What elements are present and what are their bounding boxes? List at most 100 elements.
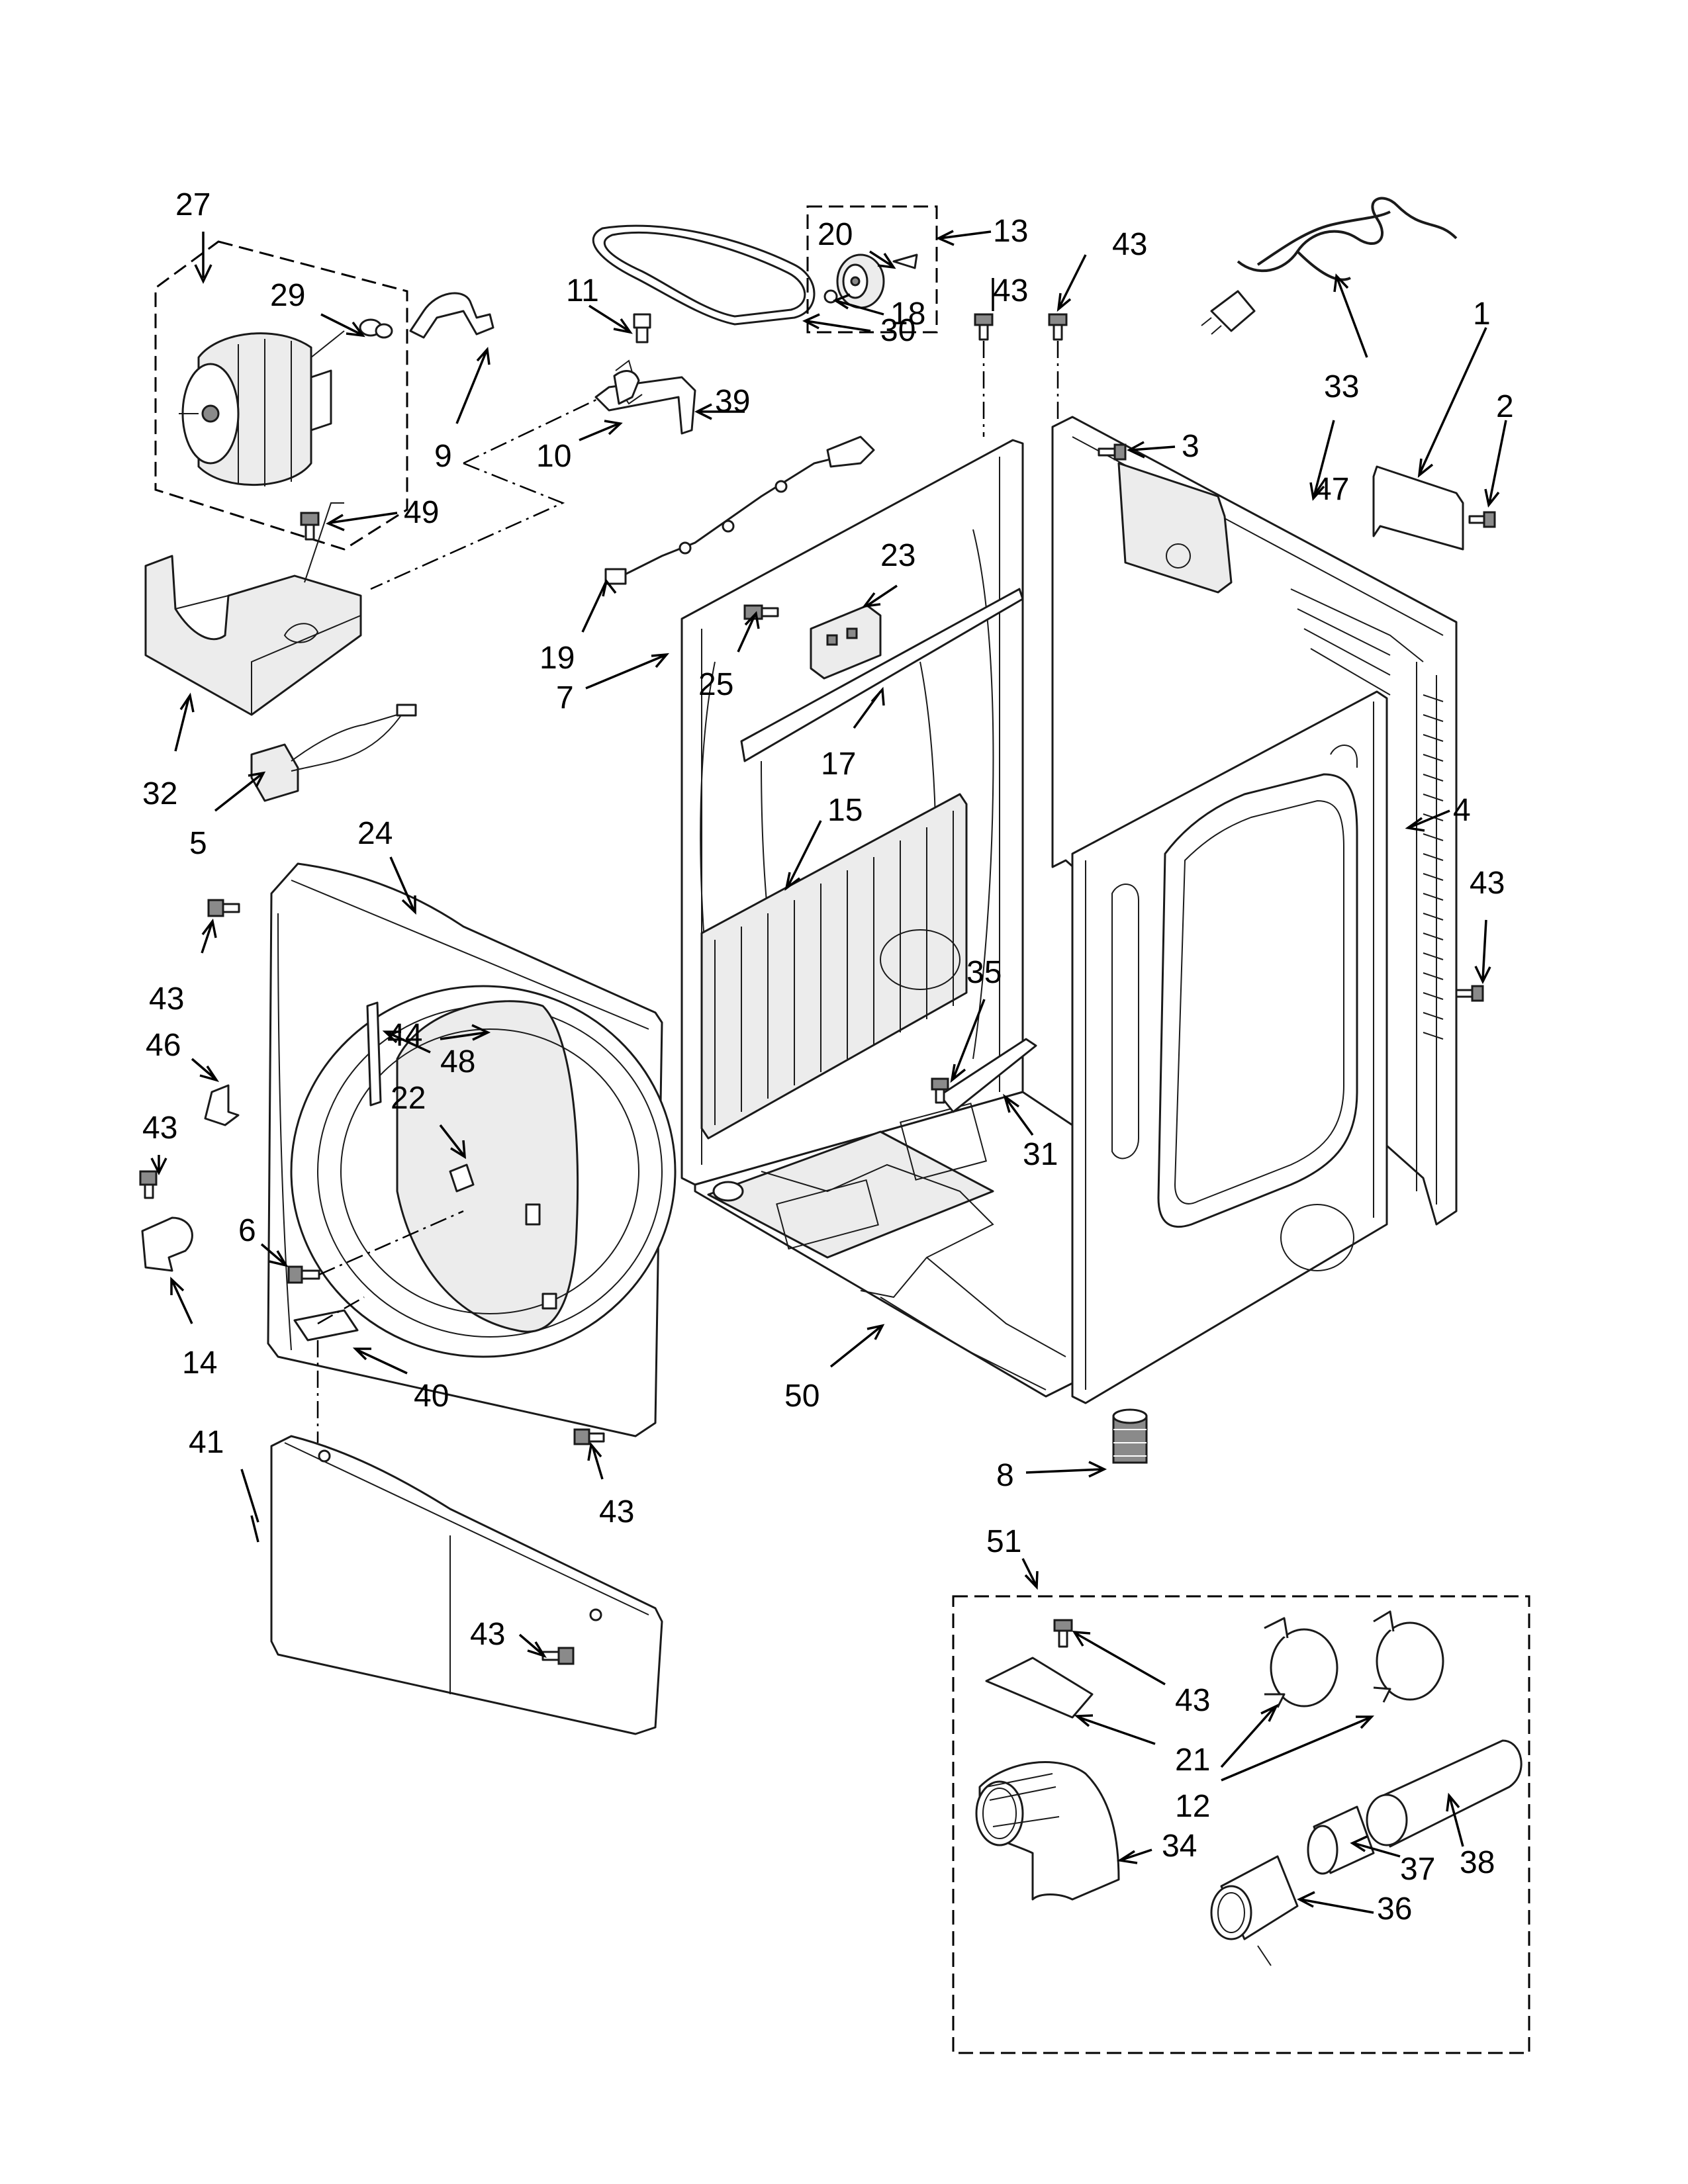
assembly-line-40b bbox=[317, 1296, 365, 1325]
callout-1: 1 bbox=[1473, 296, 1491, 332]
leader-lines bbox=[150, 230, 1507, 1914]
callout-43-top-right: 43 bbox=[1112, 227, 1147, 262]
leveling-foot bbox=[1112, 1408, 1148, 1464]
vent-kit-boundary bbox=[952, 1595, 1530, 2054]
callout-30: 30 bbox=[880, 313, 915, 348]
screw-43-top-mid bbox=[974, 313, 994, 341]
vent-hood-plate bbox=[985, 1657, 1094, 1719]
callout-39: 39 bbox=[715, 384, 750, 419]
screw-49 bbox=[300, 512, 320, 541]
callout-43-panel: 43 bbox=[470, 1617, 505, 1652]
callout-41: 41 bbox=[189, 1425, 224, 1460]
callout-12: 12 bbox=[1175, 1789, 1210, 1824]
callout-48: 48 bbox=[440, 1044, 475, 1079]
callout-43-kit: 43 bbox=[1175, 1683, 1210, 1718]
callout-19: 19 bbox=[539, 641, 575, 676]
front-panel bbox=[267, 862, 677, 1437]
callout-43-front-bottom: 43 bbox=[599, 1494, 634, 1529]
screw-43-panel bbox=[541, 1647, 575, 1665]
screw-axis-6 bbox=[318, 1210, 464, 1276]
callout-11: 11 bbox=[566, 273, 599, 308]
callout-43-top-mid: 43 bbox=[993, 273, 1028, 308]
callout-3: 3 bbox=[1182, 429, 1199, 464]
vent-cap-2 bbox=[1373, 1610, 1444, 1703]
callout-27: 27 bbox=[175, 187, 211, 222]
callout-38: 38 bbox=[1460, 1845, 1495, 1880]
callout-37: 37 bbox=[1400, 1852, 1435, 1887]
cabinet-base bbox=[694, 1091, 1074, 1398]
drive-belt bbox=[592, 224, 816, 326]
wiring-harness bbox=[604, 435, 875, 585]
wire-clip bbox=[204, 1084, 240, 1126]
callout-21: 21 bbox=[1175, 1743, 1210, 1778]
callout-8: 8 bbox=[996, 1458, 1014, 1493]
callout-25: 25 bbox=[698, 667, 733, 702]
callout-14: 14 bbox=[182, 1345, 217, 1381]
screw-43-top-right bbox=[1048, 313, 1068, 341]
lint-screen bbox=[700, 793, 968, 1140]
callout-43-right-side: 43 bbox=[1470, 866, 1505, 901]
screw-43-kit bbox=[1053, 1619, 1073, 1648]
callout-5: 5 bbox=[189, 826, 207, 861]
callout-10: 10 bbox=[536, 439, 571, 474]
callout-17: 17 bbox=[821, 747, 856, 782]
idler-spring bbox=[613, 359, 643, 405]
screw-2 bbox=[1468, 511, 1496, 528]
callout-15: 15 bbox=[827, 793, 863, 828]
cable-clamp bbox=[141, 1216, 193, 1272]
callout-13: 13 bbox=[993, 214, 1028, 249]
callout-33: 33 bbox=[1324, 369, 1359, 404]
callout-47: 47 bbox=[1314, 472, 1349, 507]
callout-24: 24 bbox=[357, 816, 393, 851]
screw-43-left-clip bbox=[139, 1170, 158, 1199]
callout-32: 32 bbox=[142, 776, 177, 811]
door-switch-harness bbox=[250, 704, 417, 802]
door-catch bbox=[449, 1163, 475, 1193]
screw-3 bbox=[1098, 443, 1127, 461]
callout-31: 31 bbox=[1023, 1137, 1058, 1172]
vent-clamp-collar bbox=[1210, 1855, 1299, 1966]
callout-4: 4 bbox=[1453, 793, 1471, 828]
screw-43-side bbox=[1455, 985, 1484, 1002]
assembly-line-motor bbox=[370, 389, 616, 590]
callout-34: 34 bbox=[1162, 1829, 1197, 1864]
vent-elbow bbox=[975, 1761, 1120, 1901]
screw-35 bbox=[931, 1077, 949, 1104]
callout-18: 18 bbox=[890, 296, 925, 332]
callout-36: 36 bbox=[1377, 1891, 1412, 1927]
callout-43-left-clip: 43 bbox=[142, 1111, 177, 1146]
callout-40: 40 bbox=[414, 1379, 449, 1414]
callout-23: 23 bbox=[880, 538, 915, 573]
pulley-group-boundary bbox=[806, 205, 938, 334]
right-side-panel bbox=[1071, 690, 1388, 1404]
callout-2: 2 bbox=[1496, 389, 1514, 424]
callout-labels: 27 29 9 49 32 5 11 10 39 30 20 18 13 43 … bbox=[142, 187, 1514, 1927]
callout-51: 51 bbox=[986, 1524, 1021, 1559]
vent-sleeve bbox=[1307, 1805, 1375, 1875]
screw-43-front-left bbox=[207, 899, 240, 917]
toe-panel bbox=[270, 1435, 663, 1735]
callout-35: 35 bbox=[966, 955, 1002, 990]
callout-29: 29 bbox=[270, 278, 305, 313]
toe-panel-bracket bbox=[293, 1309, 359, 1342]
access-cover bbox=[1372, 465, 1464, 551]
motor-bracket bbox=[409, 292, 494, 339]
base-bracket bbox=[939, 1038, 1037, 1113]
idler-bracket bbox=[594, 313, 696, 435]
door-gasket-strip bbox=[366, 1001, 382, 1107]
callout-43-front-left: 43 bbox=[149, 981, 184, 1017]
screw-6 bbox=[287, 1265, 320, 1284]
motor-group bbox=[154, 240, 494, 551]
motor-group-boundary bbox=[154, 240, 408, 551]
heater-cover-strip bbox=[740, 588, 1024, 762]
callout-9: 9 bbox=[434, 439, 452, 474]
callout-6: 6 bbox=[238, 1213, 256, 1248]
motor-clip bbox=[359, 318, 393, 339]
motor-mount-base bbox=[144, 502, 362, 716]
callout-22: 22 bbox=[391, 1081, 426, 1116]
power-cord bbox=[1201, 197, 1458, 335]
callout-44: 44 bbox=[387, 1018, 422, 1053]
screw-25 bbox=[743, 604, 779, 620]
callout-20: 20 bbox=[818, 217, 853, 252]
callout-7: 7 bbox=[556, 680, 574, 715]
